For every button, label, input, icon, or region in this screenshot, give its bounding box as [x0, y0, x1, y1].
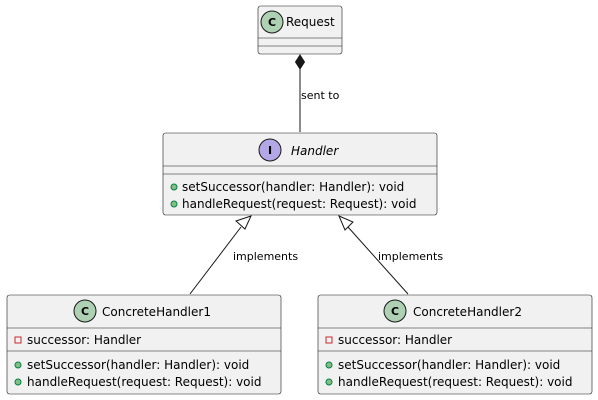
interface-handler: I Handler setSuccessor(handler: Handler)…	[162, 132, 438, 216]
handler-title: Handler	[291, 144, 339, 158]
implements-left-label: implements	[233, 250, 298, 263]
public-method-icon	[14, 361, 22, 369]
implements-edge-right: implements	[338, 215, 443, 295]
handler-method-1: setSuccessor(handler: Handler): void	[182, 180, 404, 194]
composition-diamond	[294, 54, 306, 70]
concrete-handler-2-method-1: setSuccessor(handler: Handler): void	[338, 358, 560, 372]
concrete-handler-2-title: ConcreteHandler2	[413, 305, 522, 319]
handler-badge-letter: I	[268, 144, 272, 157]
composition-label: sent to	[301, 89, 340, 102]
concrete-handler-1-field-1: successor: Handler	[27, 333, 141, 347]
request-badge-letter: C	[268, 16, 276, 29]
public-method-icon	[14, 378, 22, 386]
class-badge-icon	[383, 299, 407, 323]
composition-edge: sent to	[294, 54, 340, 132]
implements-left-line	[189, 226, 242, 295]
concrete-handler-1-badge-letter: C	[81, 305, 89, 318]
concrete-handler-1-method-2: handleRequest(request: Request): void	[27, 375, 261, 389]
private-field-icon	[14, 336, 22, 344]
implements-right-arrowhead	[338, 215, 354, 231]
implements-right-line	[347, 226, 409, 295]
concrete-handler-1-box	[6, 294, 282, 395]
concrete-handler-2-box	[317, 294, 593, 395]
public-method-icon	[325, 378, 333, 386]
public-method-icon	[325, 361, 333, 369]
implements-left-arrowhead	[235, 215, 252, 230]
class-concrete-handler-1: C ConcreteHandler1 successor: Handler se…	[6, 294, 282, 395]
class-request: C Request	[257, 5, 343, 55]
class-concrete-handler-2: C ConcreteHandler2 successor: Handler se…	[317, 294, 593, 395]
concrete-handler-2-method-2: handleRequest(request: Request): void	[338, 375, 572, 389]
request-title: Request	[286, 15, 335, 29]
concrete-handler-2-badge-letter: C	[391, 305, 399, 318]
interface-badge-icon	[258, 138, 282, 162]
public-method-icon	[170, 183, 178, 191]
concrete-handler-2-field-1: successor: Handler	[338, 333, 452, 347]
implements-edge-left: implements	[189, 215, 298, 295]
concrete-handler-1-method-1: setSuccessor(handler: Handler): void	[27, 358, 249, 372]
concrete-handler-1-title: ConcreteHandler1	[102, 305, 211, 319]
handler-method-2: handleRequest(request: Request): void	[182, 197, 416, 211]
class-badge-icon	[73, 299, 97, 323]
public-method-icon	[170, 200, 178, 208]
implements-right-label: implements	[378, 250, 443, 263]
class-badge-icon	[260, 10, 284, 34]
private-field-icon	[325, 336, 333, 344]
